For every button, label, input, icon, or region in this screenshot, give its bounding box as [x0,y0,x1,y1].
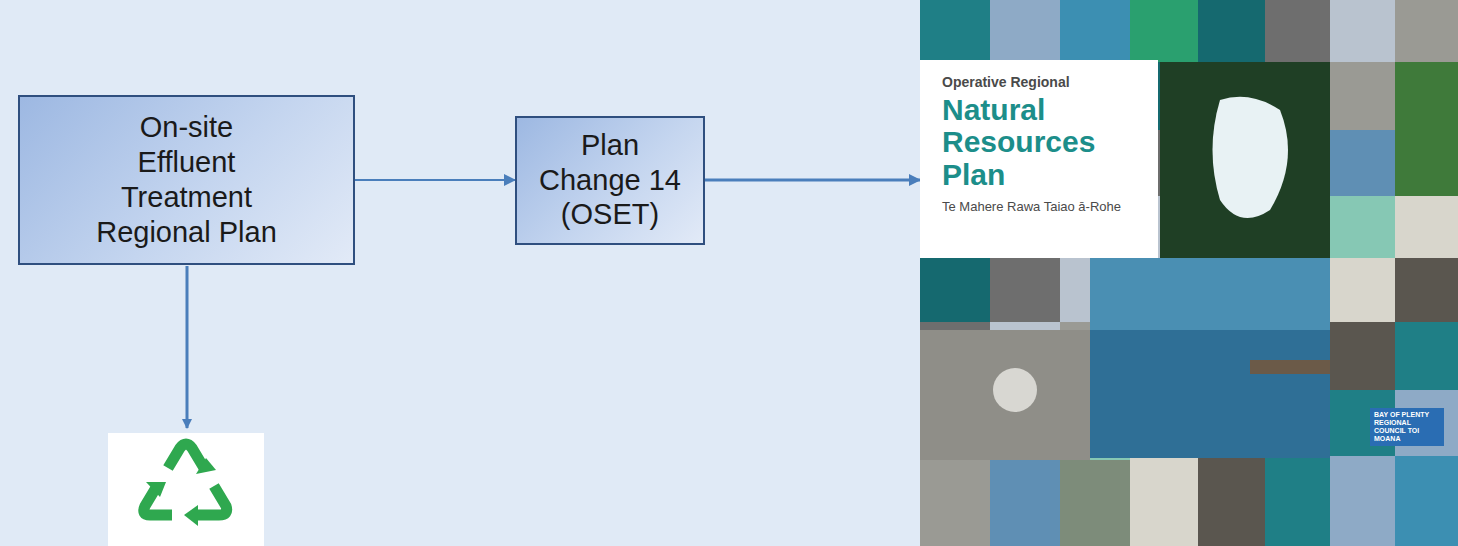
fern-photo [1395,62,1458,196]
mosaic-tile [1330,258,1395,322]
cover-subtitle: Operative Regional [942,74,1070,90]
mosaic-tile [1060,456,1130,546]
mosaic-tile [1060,0,1130,62]
recycle-icon [108,433,264,546]
box-label: On-site Effluent Treatment Regional Plan [89,110,284,249]
mud-photo [920,330,1090,460]
mosaic-tile [1265,0,1330,62]
box-label: Plan Change 14 (OSET) [535,128,685,232]
process-box: On-site Effluent Treatment Regional Plan [18,95,355,265]
mosaic-tile [1198,456,1265,546]
waterfall-water [1213,97,1289,218]
mosaic-tile [990,258,1060,322]
mosaic-tile [1395,456,1458,546]
mosaic-tile [1330,456,1395,546]
mosaic-tile [1330,322,1395,390]
jetty [1250,360,1330,374]
waterfall-photo [1160,62,1330,258]
mosaic-tile [1395,0,1458,62]
process-box: Plan Change 14 (OSET) [515,116,705,245]
mosaic-tile [1198,0,1265,62]
title-panel [920,60,1158,258]
mosaic-tile [990,456,1060,546]
mosaic-tile [1330,62,1395,130]
lake-water [1090,330,1330,458]
council-logo: BAY OF PLENTY REGIONAL COUNCIL TOI MOANA [1370,408,1444,446]
down-arrow [186,266,189,428]
mosaic-tile [1130,456,1198,546]
cover-title: Natural Resources Plan [942,94,1122,191]
mosaic-tile [1330,0,1395,62]
mosaic-tile [920,258,990,322]
flow-arrow [705,179,920,182]
mosaic-tile [1395,322,1458,390]
mosaic-tile [990,0,1060,62]
mosaic-tile [920,456,990,546]
flow-arrow [355,179,515,181]
mosaic-tile [1130,0,1198,62]
mosaic-tile [1330,196,1395,258]
mosaic-tile [1265,456,1330,546]
mosaic-tile [1395,258,1458,322]
mud-bubble [993,368,1037,412]
river-photo [1060,460,1130,546]
mosaic-tile [1330,130,1395,196]
plan-cover: Operative RegionalNatural Resources Plan… [920,0,1458,546]
lake-photo [1090,258,1330,458]
cover-maori-title: Te Mahere Rawa Taiao ā-Rohe [942,199,1121,214]
mosaic-tile [920,0,990,62]
mosaic-tile [1395,196,1458,258]
